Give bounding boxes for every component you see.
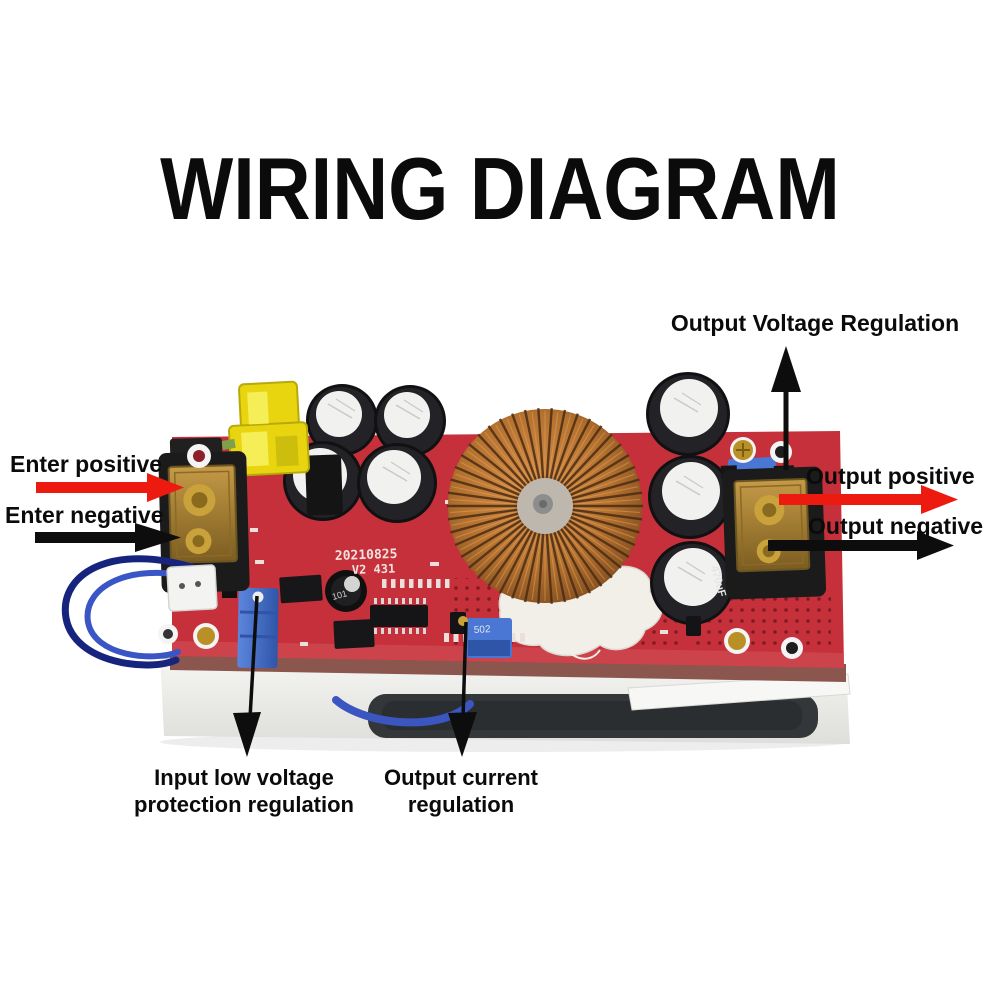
board-screw (728, 632, 746, 650)
output-voltage-regulation-label: Output Voltage Regulation (670, 310, 960, 336)
board-screw (197, 627, 215, 645)
output-current-label: Output current regulation (356, 764, 566, 818)
sot23-transistor (686, 616, 701, 636)
input-low-voltage-label: Input low voltage protection regulation (124, 764, 364, 818)
capacitor (648, 455, 732, 539)
capacitor (357, 443, 437, 523)
output-voltage-arrow-head (771, 346, 801, 392)
output-current-label-line1: Output current (384, 765, 538, 790)
green-led (221, 438, 236, 450)
soic16-ic (370, 605, 428, 627)
soic8-ic (333, 619, 375, 649)
wire-connector (166, 564, 218, 612)
input-wires (61, 555, 213, 669)
small-cap-marking: 101 (331, 588, 348, 602)
soic8-ic (279, 574, 323, 604)
capacitor (646, 372, 730, 456)
enter-positive-label: Enter positive (10, 451, 163, 477)
trimmer-code: 502 (474, 624, 492, 636)
input-low-voltage-arrow-head (233, 712, 261, 757)
annotation-arrows (35, 346, 958, 757)
capacitor (374, 385, 446, 457)
fan-wire (332, 696, 474, 727)
capacitor (306, 384, 378, 456)
fuse-holder (227, 380, 343, 516)
input-low-voltage-label-line1: Input low voltage (154, 765, 334, 790)
output-current-arrow-head (448, 712, 477, 757)
smd-components: 101 (221, 438, 701, 649)
page-title: WIRING DIAGRAM (160, 139, 840, 238)
silkscreen-version: V2 431 (352, 561, 396, 577)
enter-negative-arrow (35, 523, 181, 552)
enter-positive-arrow (36, 473, 184, 502)
output-positive-label: Output positive (806, 463, 975, 489)
input-low-voltage-label-line2: protection regulation (134, 792, 354, 817)
enter-negative-label: Enter negative (5, 502, 164, 528)
pcb-edge (170, 652, 846, 682)
output-current-label-line2: regulation (407, 792, 515, 817)
silkscreen-date: 20210825 (335, 547, 398, 564)
output-negative-arrow (768, 531, 954, 560)
pcb-silkscreen-text: 20210825 V2 431 (335, 547, 398, 577)
output-negative-label: Output negative (808, 513, 984, 539)
toroid-inductor (447, 408, 643, 604)
output-current-arrow-shaft (461, 621, 468, 719)
output-current-trimmer: 502 (458, 616, 512, 658)
glue-strand (559, 639, 601, 660)
input-low-voltage-arrow-shaft (248, 595, 259, 719)
mounting-holes (158, 437, 803, 659)
capacitor (650, 541, 734, 625)
output-positive-arrow (779, 485, 958, 514)
